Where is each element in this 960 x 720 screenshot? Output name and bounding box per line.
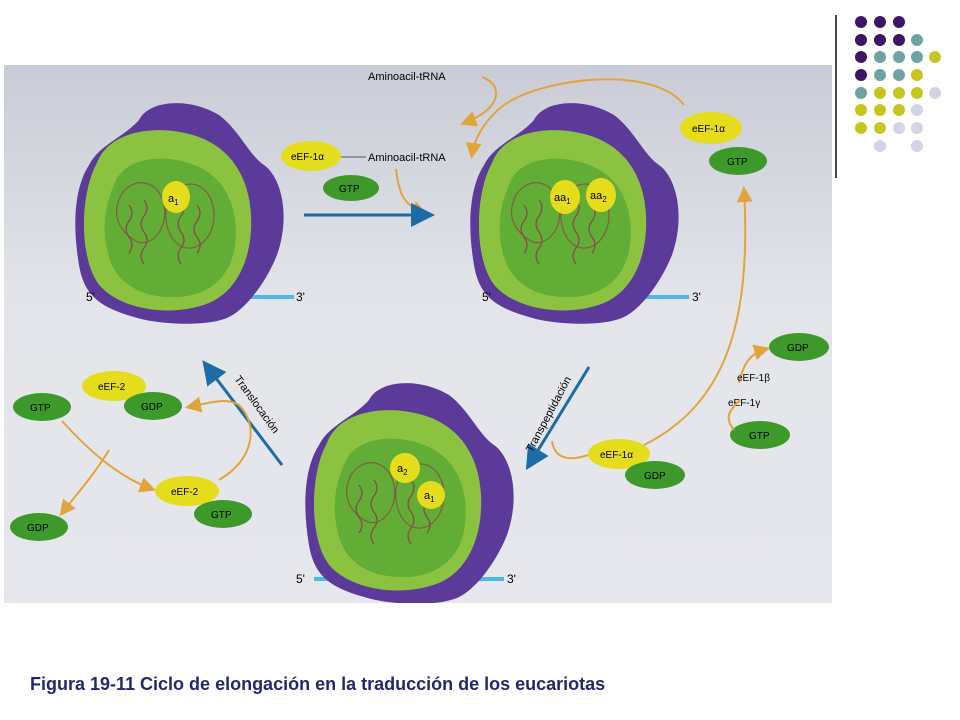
r1-5-prime: 5' <box>86 290 95 304</box>
arrow-orange-ef2-out <box>59 449 110 517</box>
eef2-bottom-ellipse <box>155 476 219 506</box>
dot-row-5 <box>855 87 941 99</box>
eef2-bottom-label: eEF-2 <box>171 487 199 498</box>
eef1a-bottom-label: eEF-1α <box>600 450 633 461</box>
aminoacid-a1-ball <box>162 181 190 213</box>
r3-a1-label: a1 <box>424 490 435 504</box>
gtp-left-label: GTP <box>339 184 360 195</box>
arrow-orange-trna-in <box>460 76 498 127</box>
r2-aa2-label: aa2 <box>590 190 607 204</box>
arrow-orange-gdp-out <box>738 344 770 384</box>
eef2-top-ellipse <box>82 371 146 401</box>
eef1a-bottom-ellipse <box>588 439 650 469</box>
dot-row-7 <box>855 122 923 134</box>
r2-5-prime: 5' <box>482 290 491 304</box>
aminoacid-a1-ball-b <box>417 481 445 509</box>
elongation-cycle-figure: a1 5' 3' Aminoacil-tRNA eEF-1α Aminoacil… <box>4 65 832 603</box>
eef2-top-label: eEF-2 <box>98 382 126 393</box>
r1-a1-label: a1 <box>168 193 179 207</box>
gtp-ef2-top-ellipse <box>13 393 71 421</box>
r3-a2-label: a2 <box>397 463 408 477</box>
arrow-orange-ef2-loop-up <box>185 396 252 481</box>
gtp-left-ellipse <box>323 175 379 201</box>
gdp-right-ellipse <box>769 333 829 361</box>
gdp-ef2-top-ellipse <box>124 392 182 420</box>
gdp-bottom-label: GDP <box>644 471 666 482</box>
dot-row-3 <box>855 51 941 63</box>
gtp-ef2-top-label: GTP <box>30 403 51 414</box>
eef1g-label: eEF-1γ <box>728 398 760 409</box>
figure-caption: Figura 19-11 Ciclo de elongación en la t… <box>30 674 606 694</box>
arrow-orange-ef2-cross <box>61 420 156 493</box>
gtp-ef2-bottom-label: GTP <box>211 510 232 521</box>
arrow-orange-recycle-right <box>643 186 753 446</box>
r3-3-prime: 3' <box>507 572 516 586</box>
gdp-ef2-bottom-label: GDP <box>27 523 49 534</box>
eef1a-right-ellipse <box>680 112 742 144</box>
gtp-right-low-label: GTP <box>749 431 770 442</box>
eef1a-left-label: eEF-1α <box>291 152 324 163</box>
gtp-right-low-ellipse <box>730 421 790 449</box>
aminoacil-trna-mid-label: Aminoacil-tRNA <box>368 152 446 164</box>
aminoacid-aa1-ball <box>550 180 580 214</box>
gtp-right-ellipse <box>709 147 767 175</box>
gtp-right-label: GTP <box>727 157 748 168</box>
gdp-bottom-ellipse <box>625 461 685 489</box>
arrow-orange-gtp-in <box>727 399 741 431</box>
arrow-orange-recycle-top <box>465 78 685 159</box>
dot-row-2 <box>855 34 923 46</box>
r2-aa1-label: aa1 <box>554 192 571 206</box>
r1-3-prime: 3' <box>296 290 305 304</box>
binding-step: Aminoacil-tRNA eEF-1α Aminoacil-tRNA GTP <box>281 71 498 227</box>
dot-row-8 <box>874 140 923 152</box>
r2-3-prime: 3' <box>692 290 701 304</box>
gdp-ef2-bottom-ellipse <box>10 513 68 541</box>
eef1a-right-label: eEF-1α <box>692 124 725 135</box>
divider-line <box>835 15 837 178</box>
aminoacil-trna-top-label: Aminoacil-tRNA <box>368 71 446 83</box>
ribosome-1: a1 5' 3' <box>74 102 305 325</box>
arrow-blue-translocation <box>202 360 284 466</box>
eef1a-left-ellipse <box>281 141 341 171</box>
gdp-ef2-top-label: GDP <box>141 402 163 413</box>
aminoacid-aa2-ball <box>586 178 616 212</box>
ribosome-2: aa1 aa2 5' 3' <box>469 102 701 325</box>
eef1-recycling: eEF-1α GTP GDP eEF-1β eEF-1γ GTP <box>465 78 829 449</box>
arrow-blue-transpeptidation <box>525 366 591 471</box>
eef1b-label: eEF-1β <box>737 373 770 384</box>
dot-row-4 <box>855 69 923 81</box>
decorative-dot-grid <box>855 16 941 152</box>
ribosome-3: a2 a1 5' 3' <box>296 382 516 603</box>
dot-row-1 <box>855 16 905 28</box>
r3-5-prime: 5' <box>296 572 305 586</box>
gdp-right-label: GDP <box>787 343 809 354</box>
gtp-ef2-bottom-ellipse <box>194 500 252 528</box>
aminoacid-a2-ball <box>390 453 420 483</box>
arrow-orange-transpep <box>551 440 589 460</box>
dot-row-6 <box>855 104 923 116</box>
